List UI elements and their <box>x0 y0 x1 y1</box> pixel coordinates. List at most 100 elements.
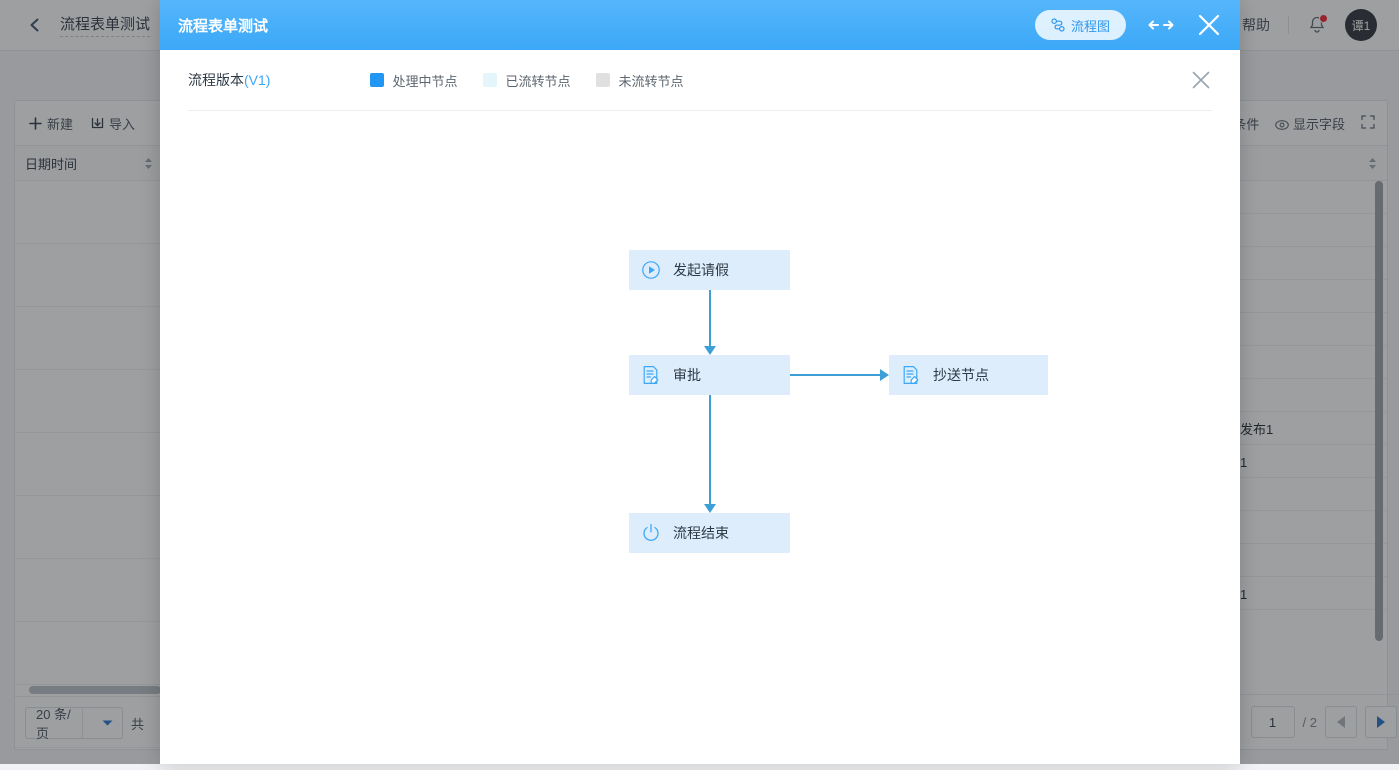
document-edit-icon <box>629 365 673 385</box>
table-row[interactable] <box>1191 280 1387 313</box>
page-number-input[interactable]: 1 <box>1250 706 1295 738</box>
prev-page-button[interactable] <box>1325 706 1357 738</box>
table-row[interactable] <box>15 244 163 307</box>
table-row[interactable] <box>15 685 163 748</box>
import-button-label: 导入 <box>109 116 136 132</box>
flow-node-approve[interactable]: 审批 <box>629 355 790 395</box>
modal-title: 流程表单测试 <box>178 17 269 35</box>
legend-item: 已流转节点 <box>483 71 570 90</box>
legend-label: 处理中节点 <box>392 73 458 89</box>
table-row[interactable] <box>1191 181 1387 214</box>
flow-canvas[interactable]: 发起请假审批 抄送节点流程结束 <box>160 111 1240 766</box>
table-row[interactable] <box>15 496 163 559</box>
flow-node-end[interactable]: 流程结束 <box>629 513 790 553</box>
back-button[interactable] <box>22 12 48 38</box>
page-size-label: 20 条/页 <box>36 707 71 741</box>
triangle-right-icon <box>1377 716 1385 728</box>
left-table-header[interactable]: 日期时间 <box>15 145 163 181</box>
legend-swatch <box>596 73 611 87</box>
flow-node-label: 流程结束 <box>673 525 729 541</box>
new-button-label: 新建 <box>47 116 74 132</box>
flow-chart-modal: 流程表单测试 流程图 流程版本(V1) 处理中节点 已流转节点 未流转节点 发起请假… <box>160 0 1240 764</box>
left-horizontal-scrollbar[interactable] <box>29 686 161 694</box>
triangle-left-icon <box>1337 716 1345 728</box>
flow-node-start[interactable]: 发起请假 <box>629 250 790 290</box>
left-panel-actions: 新建 导入 <box>15 101 163 145</box>
topbar-right-group: 帮助 谭1 <box>1242 9 1399 41</box>
legend-item: 处理中节点 <box>370 71 457 90</box>
table-row[interactable] <box>15 307 163 370</box>
eye-icon <box>1275 119 1290 130</box>
power-icon <box>629 523 673 543</box>
close-icon <box>1192 71 1210 89</box>
table-row[interactable] <box>15 433 163 496</box>
legend-label: 已流转节点 <box>505 73 571 89</box>
flow-legend: 处理中节点 已流转节点 未流转节点 <box>370 71 684 90</box>
flow-version-text: 流程版本 <box>188 72 244 88</box>
sort-icon[interactable] <box>144 157 153 170</box>
flow-chart-button-label: 流程图 <box>1070 18 1110 34</box>
modal-header-actions: 流程图 <box>1034 10 1222 40</box>
table-row[interactable] <box>1191 313 1387 346</box>
legend-label: 未流转节点 <box>618 73 684 89</box>
left-table-body <box>15 181 163 748</box>
flow-node-label: 发起请假 <box>673 262 729 278</box>
modal-close-button[interactable] <box>1196 12 1222 38</box>
fullscreen-icon <box>1361 114 1375 129</box>
fullscreen-button[interactable] <box>1361 114 1375 132</box>
table-row[interactable] <box>1191 214 1387 247</box>
flow-node-label: 审批 <box>673 367 701 383</box>
modal-header: 流程表单测试 流程图 <box>160 0 1240 50</box>
page-title: 流程表单测试 <box>60 13 151 37</box>
flow-node-label: 抄送节点 <box>933 367 989 383</box>
modal-dismiss-button[interactable] <box>1190 69 1212 91</box>
show-fields-label: 显示字段 <box>1292 116 1345 132</box>
document-edit-icon <box>889 365 933 385</box>
sort-icon[interactable] <box>1368 157 1377 170</box>
modal-subheader: 流程版本(V1) 处理中节点 已流转节点 未流转节点 <box>160 50 1240 110</box>
table-row[interactable] <box>1191 511 1387 544</box>
plus-icon <box>29 116 42 130</box>
flow-edge-arrow <box>703 504 716 513</box>
total-label: 共 <box>131 716 145 732</box>
flow-node-cc[interactable]: 抄送节点 <box>889 355 1048 395</box>
legend-item: 未流转节点 <box>596 71 684 90</box>
right-vertical-scrollbar[interactable] <box>1375 181 1383 641</box>
resize-button[interactable] <box>1148 17 1174 33</box>
flow-edge <box>790 374 881 376</box>
table-row[interactable] <box>15 370 163 433</box>
help-link[interactable]: 帮助 <box>1242 17 1270 33</box>
close-icon <box>1198 14 1220 36</box>
flow-icon <box>1051 18 1065 32</box>
left-column-header-label: 日期时间 <box>25 156 78 172</box>
import-icon <box>91 117 104 128</box>
table-row[interactable] <box>15 181 163 244</box>
chevron-down-icon <box>82 708 122 738</box>
left-panel-footer: 20 条/页 共 <box>15 696 183 749</box>
avatar[interactable]: 谭1 <box>1345 9 1377 41</box>
flow-version-value: (V1) <box>244 72 271 88</box>
page-size-select[interactable]: 20 条/页 <box>25 707 123 741</box>
import-button[interactable]: 导入 <box>91 114 135 133</box>
table-row[interactable] <box>1191 478 1387 511</box>
show-fields-button[interactable]: 显示字段 <box>1275 114 1345 133</box>
new-button[interactable]: 新建 <box>29 114 73 133</box>
right-panel-pagination: 1 / 2 <box>1191 694 1399 749</box>
flow-edge-arrow <box>880 369 889 381</box>
chevron-left-icon <box>30 18 39 32</box>
flow-version-label: 流程版本(V1) <box>188 70 270 90</box>
left-list-panel: 新建 导入 日期时间 20 条/页 共 <box>14 100 183 750</box>
flow-edge <box>708 395 711 505</box>
table-row[interactable] <box>1191 346 1387 379</box>
notification-badge-dot <box>1319 14 1328 23</box>
table-row[interactable] <box>15 559 163 622</box>
page-total-label: / 2 <box>1302 714 1317 730</box>
topbar-divider <box>1288 16 1289 34</box>
flow-chart-button[interactable]: 流程图 <box>1034 10 1126 40</box>
left-right-arrows-icon <box>1148 20 1174 30</box>
flow-edge-arrow <box>703 346 716 355</box>
next-page-button[interactable] <box>1365 706 1397 738</box>
notification-button[interactable] <box>1307 14 1328 35</box>
table-row[interactable] <box>15 622 163 685</box>
modal-divider <box>188 110 1212 111</box>
